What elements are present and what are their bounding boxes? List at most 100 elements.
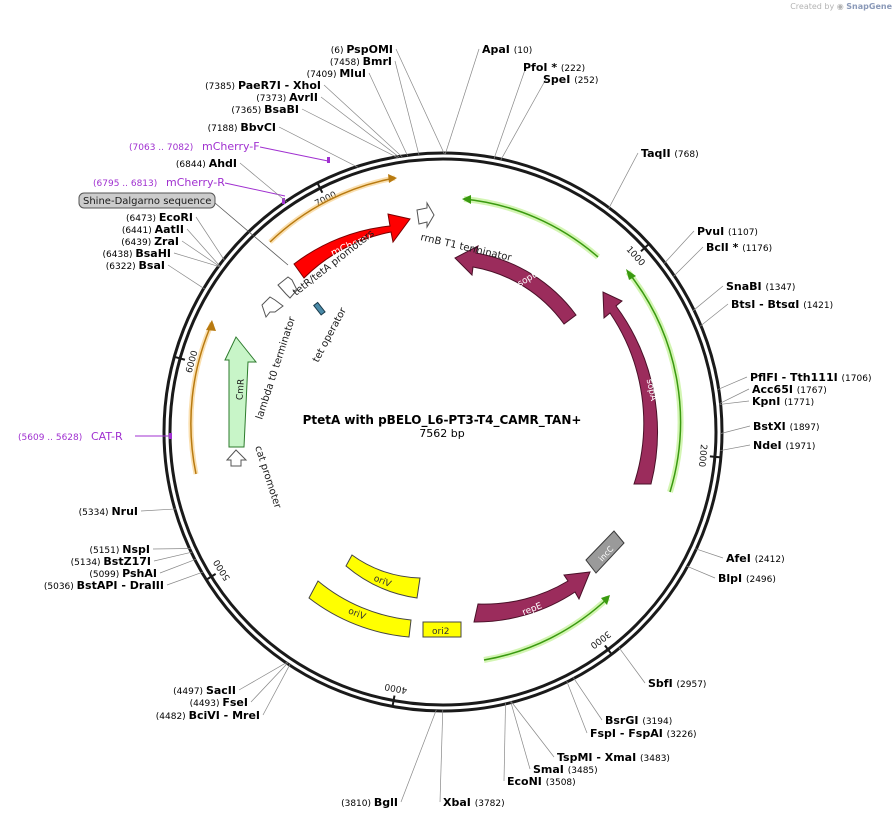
ruler-tick [604, 644, 613, 655]
site-label[interactable]: BsrGI (3194) [605, 714, 672, 727]
site-position: (4493) [190, 699, 223, 709]
site-label[interactable]: SmaI (3485) [533, 763, 598, 776]
site-label[interactable]: (7188) BbvCI [208, 121, 276, 134]
site-name: BlpI [718, 572, 746, 585]
site-label[interactable]: TaqII (768) [641, 147, 699, 160]
lambda-terminator-label: lambda t0 terminator [254, 315, 298, 421]
site-position: (5334) [79, 508, 112, 518]
site-label[interactable]: SpeI (252) [543, 73, 598, 86]
site-name: BsaHI [135, 247, 171, 260]
site-label[interactable]: (7385) PaeR7I - XhoI [205, 79, 321, 92]
tetR-promoters-arrow[interactable] [277, 276, 298, 299]
site-label[interactable]: (5151) NspI [89, 543, 150, 556]
oriV-inner-box[interactable] [345, 554, 421, 599]
site-label[interactable]: (5036) BstAPI - DraIII [44, 579, 164, 592]
ori2-box[interactable] [422, 621, 462, 638]
site-label[interactable]: BclI * (1176) [706, 241, 772, 254]
site-leader [262, 663, 291, 716]
site-label[interactable]: Acc65I (1767) [752, 383, 827, 396]
site-name: SnaBI [726, 280, 765, 293]
site-name: BsrGI [605, 714, 642, 727]
site-name: SpeI [543, 73, 574, 86]
sopA-arrow[interactable] [602, 291, 658, 485]
site-label[interactable]: (3810) BglI [341, 796, 398, 809]
site-position: (7409) [307, 70, 340, 80]
orange-arc-top-line [269, 177, 396, 243]
site-label[interactable]: EcoNI (3508) [507, 775, 576, 788]
site-label[interactable]: (7365) BsaBI [231, 103, 299, 116]
site-label[interactable]: (6) PspOMI [331, 43, 393, 56]
site-label[interactable]: SbfI (2957) [648, 677, 706, 690]
site-label[interactable]: KpnI (1771) [752, 395, 814, 408]
site-label[interactable]: (7409) MluI [307, 67, 366, 80]
site-label[interactable]: (5334) NruI [79, 505, 138, 518]
created-by-text: Created by [790, 2, 835, 11]
site-label[interactable]: (4493) FseI [190, 696, 248, 709]
sopB-arrow[interactable] [454, 245, 577, 325]
snapgene-logo-icon: ◉ [836, 2, 844, 11]
primer-cat-r-mark [169, 433, 172, 439]
site-label[interactable]: (6441) AatII [122, 223, 184, 236]
site-label[interactable]: TspMI - XmaI (3483) [557, 751, 670, 764]
site-label[interactable]: NdeI (1971) [753, 439, 815, 452]
site-leader [444, 48, 480, 155]
green-arc-bottom-line [483, 597, 609, 661]
site-label[interactable]: FspI - FspAI (3226) [590, 727, 697, 740]
snapgene-brand: SnapGene [846, 2, 892, 11]
CmR-label: CmR [235, 379, 246, 401]
site-position: (7188) [208, 124, 241, 134]
site-label[interactable]: (6438) BsaHI [103, 247, 171, 260]
site-name: BstXI [753, 420, 790, 433]
ruler-tick [391, 695, 396, 707]
site-position: (10) [514, 46, 532, 56]
incC-box[interactable] [585, 530, 625, 574]
site-label[interactable]: ApaI (10) [482, 43, 532, 56]
primer-cat-r-range: (5609 .. 5628) [18, 433, 82, 443]
site-leader [159, 558, 196, 574]
site-label[interactable]: (5134) BstZ17I [71, 555, 151, 568]
site-position: (3782) [475, 799, 505, 809]
site-label[interactable]: PfoI * (222) [523, 61, 585, 74]
site-label[interactable]: PvuI (1107) [697, 225, 758, 238]
site-name: Acc65I [752, 383, 797, 396]
site-label[interactable]: (6473) EcoRI [126, 211, 193, 224]
rrnB-terminator-arrow[interactable] [416, 201, 435, 229]
repE-arrow[interactable] [473, 571, 591, 623]
site-label[interactable]: (5099) PshAI [89, 567, 157, 580]
site-label[interactable]: AfeI (2412) [726, 552, 785, 565]
site-label[interactable]: (4497) SacII [173, 684, 236, 697]
site-name: NdeI [753, 439, 785, 452]
site-label[interactable]: (7458) BmrI [330, 55, 392, 68]
site-name: PflFI - Tth111I [750, 371, 842, 384]
lambda-terminator-arrow[interactable] [261, 296, 284, 319]
primer-mcherry-r-range: (6795 .. 6813) [93, 179, 157, 189]
site-label[interactable]: PflFI - Tth111I (1706) [750, 371, 871, 384]
site-label[interactable]: (6439) ZraI [121, 235, 179, 248]
cat-promoter-arrow[interactable] [225, 449, 248, 467]
site-label[interactable]: (4482) BciVI - MreI [156, 709, 260, 722]
oriV-outer-box[interactable] [308, 580, 412, 638]
site-name: TaqII [641, 147, 674, 160]
site-label[interactable]: BlpI (2496) [718, 572, 776, 585]
site-position: (768) [674, 150, 698, 160]
site-label[interactable]: (6322) BsaI [106, 259, 165, 272]
site-label[interactable]: BtsI - BtsαI (1421) [731, 298, 833, 311]
tet-operator-box[interactable] [313, 301, 326, 316]
site-name: PshAI [122, 567, 157, 580]
site-leader [167, 264, 205, 290]
site-leader [720, 425, 751, 434]
site-leader [673, 246, 704, 277]
site-label[interactable]: SnaBI (1347) [726, 280, 795, 293]
site-label[interactable]: (6844) AhdI [176, 157, 237, 170]
site-label[interactable]: (7373) AvrII [256, 91, 318, 104]
site-leader [699, 303, 729, 327]
site-position: (6322) [106, 262, 139, 272]
site-name: BsaI [139, 259, 165, 272]
site-label[interactable]: BstXI (1897) [753, 420, 820, 433]
shine-dalgarno-box[interactable] [78, 192, 216, 209]
site-label[interactable]: XbaI (3782) [443, 796, 505, 809]
CmR-arrow[interactable] [224, 336, 258, 448]
site-position: (4497) [173, 687, 206, 697]
ruler-tick [709, 455, 721, 459]
mcherry-arrow[interactable] [293, 213, 411, 279]
